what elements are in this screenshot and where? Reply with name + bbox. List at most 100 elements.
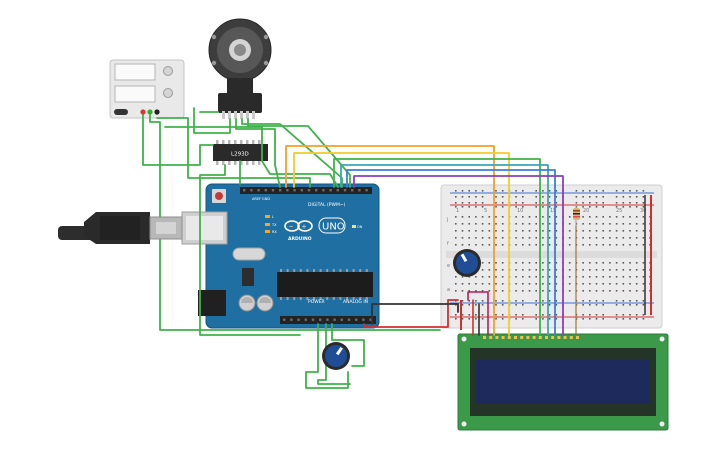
breadboard-hole bbox=[535, 202, 537, 204]
breadboard-hole bbox=[589, 244, 591, 246]
dc-motor-encoder[interactable] bbox=[208, 18, 272, 119]
breadboard-hole bbox=[629, 318, 631, 320]
gnd-label: GND bbox=[262, 197, 270, 201]
breadboard-hole bbox=[635, 190, 638, 192]
breadboard-hole bbox=[615, 216, 618, 218]
lcd-pin bbox=[501, 336, 505, 339]
row-label: e bbox=[447, 263, 450, 269]
breadboard-hole bbox=[501, 314, 504, 316]
breadboard-hole bbox=[535, 276, 537, 278]
breadboard-hole bbox=[528, 290, 531, 292]
breadboard-hole bbox=[635, 202, 638, 204]
breadboard-hole bbox=[629, 269, 631, 271]
breadboard-hole bbox=[548, 262, 551, 264]
breadboard-hole bbox=[642, 304, 645, 306]
breadboard-hole bbox=[522, 244, 524, 246]
breadboard-hole bbox=[468, 244, 470, 246]
breadboard-hole bbox=[535, 283, 537, 285]
breadboard-hole bbox=[642, 202, 645, 204]
breadboard-hole bbox=[461, 216, 464, 218]
power-supply[interactable] bbox=[109, 59, 185, 119]
breadboard-hole bbox=[582, 304, 584, 306]
header-pin bbox=[283, 318, 286, 321]
breadboard-hole bbox=[602, 230, 604, 232]
breadboard-hole bbox=[582, 262, 584, 264]
breadboard-hole bbox=[542, 202, 544, 204]
breadboard-hole bbox=[542, 276, 544, 278]
breadboard-hole bbox=[615, 269, 618, 271]
potentiometer-arduino[interactable] bbox=[322, 342, 350, 370]
chip-pin bbox=[306, 297, 309, 300]
potentiometer-breadboard[interactable] bbox=[453, 249, 481, 277]
tx-label: TX bbox=[271, 223, 277, 227]
breadboard-hole bbox=[602, 190, 604, 192]
header-pin bbox=[290, 318, 293, 321]
breadboard-hole bbox=[589, 202, 591, 204]
breadboard-hole bbox=[488, 269, 491, 271]
breadboard-hole bbox=[461, 237, 464, 239]
breadboard-hole bbox=[455, 318, 457, 320]
breadboard-hole bbox=[602, 314, 604, 316]
header-pin bbox=[365, 189, 368, 192]
breadboard-hole bbox=[535, 230, 537, 232]
breadboard-hole bbox=[629, 304, 631, 306]
breadboard-hole bbox=[568, 269, 571, 271]
chip-pin bbox=[326, 297, 329, 300]
breadboard-hole bbox=[535, 314, 537, 316]
breadboard-hole bbox=[535, 300, 537, 302]
breadboard-hole bbox=[455, 196, 457, 198]
breadboard[interactable]: j f e a 1 5 10 15 20 25 30 bbox=[440, 184, 663, 330]
breadboard-hole bbox=[461, 300, 464, 302]
resistor[interactable] bbox=[573, 206, 580, 226]
breadboard-hole bbox=[468, 223, 470, 225]
breadboard-hole bbox=[595, 269, 598, 271]
breadboard-hole bbox=[535, 190, 537, 192]
breadboard-hole bbox=[488, 276, 491, 278]
breadboard-hole bbox=[589, 223, 591, 225]
breadboard-hole bbox=[622, 269, 625, 271]
breadboard-hole bbox=[629, 202, 631, 204]
chip-pin bbox=[359, 269, 362, 272]
arduino-uno[interactable]: DIGITAL (PWM~) AREF GND − + UNO ARDUINO … bbox=[181, 183, 380, 329]
breadboard-hole bbox=[542, 290, 544, 292]
breadboard-hole bbox=[461, 230, 464, 232]
header-pin bbox=[250, 189, 253, 192]
breadboard-hole bbox=[515, 206, 517, 208]
breadboard-hole bbox=[495, 276, 497, 278]
breadboard-hole bbox=[522, 304, 524, 306]
breadboard-hole bbox=[602, 304, 604, 306]
breadboard-hole bbox=[515, 269, 517, 271]
breadboard-hole bbox=[501, 262, 504, 264]
breadboard-hole bbox=[642, 206, 645, 208]
breadboard-hole bbox=[555, 244, 558, 246]
breadboard-hole bbox=[468, 283, 470, 285]
column-label: 25 bbox=[616, 208, 622, 214]
breadboard-hole bbox=[548, 318, 551, 320]
chip-pin bbox=[346, 297, 348, 300]
breadboard-hole bbox=[475, 230, 477, 232]
breadboard-hole bbox=[495, 202, 497, 204]
breadboard-hole bbox=[468, 202, 470, 204]
breadboard-hole bbox=[455, 244, 457, 246]
breadboard-hole bbox=[501, 276, 504, 278]
breadboard-hole bbox=[542, 190, 544, 192]
reset-button[interactable] bbox=[215, 192, 223, 200]
header-pin bbox=[293, 189, 296, 192]
l293d-driver-ic[interactable]: L293D bbox=[213, 140, 268, 165]
breadboard-hole bbox=[602, 202, 604, 204]
aref-label: AREF bbox=[252, 197, 261, 201]
lcd-pin bbox=[532, 336, 536, 339]
chip-pin bbox=[293, 297, 296, 300]
breadboard-hole bbox=[495, 300, 497, 302]
breadboard-hole bbox=[535, 244, 537, 246]
breadboard-hole bbox=[589, 237, 591, 239]
breadboard-hole bbox=[589, 318, 591, 320]
lcd-16x2[interactable] bbox=[457, 333, 669, 431]
breadboard-hole bbox=[488, 290, 491, 292]
breadboard-hole bbox=[615, 304, 618, 306]
breadboard-hole bbox=[455, 283, 457, 285]
breadboard-hole bbox=[468, 196, 470, 198]
ic-label: L293D bbox=[231, 152, 249, 158]
breadboard-hole bbox=[555, 190, 558, 192]
chip-pin bbox=[359, 297, 362, 300]
